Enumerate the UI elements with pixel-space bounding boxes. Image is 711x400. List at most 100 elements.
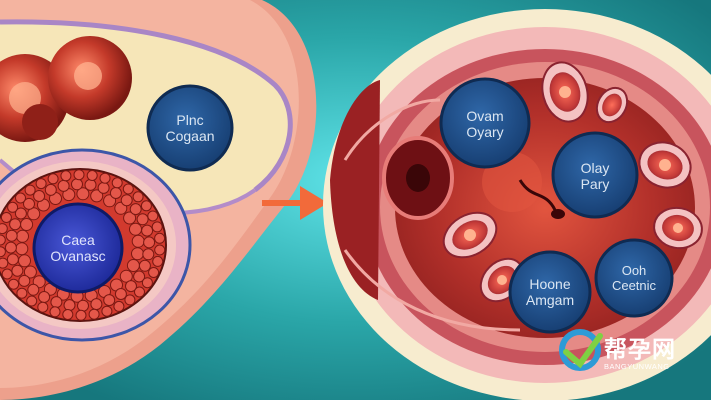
label-cogaan: Plnc Cogaan	[152, 100, 228, 156]
granule-cell	[154, 244, 166, 256]
left-red-cells	[0, 36, 132, 142]
granule-cell	[24, 184, 36, 196]
granule-cell	[18, 274, 31, 287]
granule-cell	[7, 201, 19, 213]
label-amgam: Hoone Amgam	[514, 266, 586, 318]
label-circle-ceetnic	[594, 238, 674, 318]
granule-cell	[62, 309, 74, 320]
granule-cell	[136, 213, 149, 226]
label-circle-pary	[551, 131, 639, 219]
granule-cell	[143, 236, 156, 249]
granule-cell	[4, 241, 17, 254]
granule-cell	[103, 294, 116, 307]
granule-cell	[37, 301, 49, 313]
granule-cell	[8, 278, 20, 290]
granule-cell	[129, 203, 142, 216]
watermark-chinese: 帮孕网	[604, 337, 676, 363]
granule-cell	[26, 295, 38, 307]
granule-cell	[6, 253, 19, 266]
label-amgam-line2: Amgam	[525, 292, 575, 308]
granule-cell	[1, 268, 13, 280]
granule-cell	[16, 229, 29, 243]
granule-cell	[122, 183, 134, 195]
granule-cell	[131, 234, 145, 248]
granule-cell	[114, 288, 127, 300]
granule-cell	[11, 264, 24, 277]
granule-cell	[18, 254, 31, 268]
watermark: 帮孕网 BANGYUNWANG	[604, 330, 676, 371]
granule-cell	[90, 189, 104, 203]
granule-cell	[140, 200, 152, 212]
granule-cell	[138, 259, 151, 272]
label-pary: Olay Pary	[558, 150, 632, 202]
granule-cell	[147, 210, 159, 222]
granule-cell	[132, 191, 144, 203]
granule-cell	[84, 178, 97, 191]
granule-cell	[99, 172, 111, 184]
granule-cell	[76, 187, 90, 201]
granule-cell	[113, 300, 125, 312]
granule-cell	[23, 265, 37, 279]
label-oyary-line2: Oyary	[466, 124, 504, 140]
label-ceetnic: Ooh Ceetnic	[598, 254, 670, 304]
granule-cell	[38, 291, 51, 303]
granule-cell	[0, 234, 6, 246]
granule-cell	[119, 269, 133, 283]
watermark-logo-icon	[559, 329, 603, 371]
granule-cell	[20, 218, 34, 231]
label-oyary-line1: Ovam	[466, 107, 504, 124]
granule-cell	[86, 170, 98, 181]
granule-cell	[111, 177, 123, 189]
granule-cell	[0, 257, 9, 269]
granule-cell	[35, 178, 47, 190]
granule-cell	[0, 223, 8, 235]
granule-cell	[97, 181, 110, 194]
granule-cell	[0, 246, 6, 258]
granule-cell	[126, 259, 140, 272]
granule-cell	[15, 242, 29, 256]
label-oyary: Ovam Oyary	[447, 96, 523, 152]
granule-cell	[141, 224, 154, 237]
label-circle-amgam	[508, 250, 592, 334]
granule-cell	[71, 178, 83, 191]
granule-cell	[9, 218, 22, 231]
granule-cell	[50, 296, 63, 309]
label-circle-oyary	[439, 77, 531, 169]
granule-cell	[123, 211, 137, 225]
granule-cell	[124, 294, 136, 306]
label-ceetnic-line2: Ceetnic	[611, 278, 657, 293]
granule-cell	[90, 298, 103, 311]
granule-cell	[27, 283, 40, 296]
granule-cell	[109, 187, 122, 199]
left-follicle	[0, 148, 192, 342]
granule-cell	[57, 179, 70, 192]
granule-cell	[133, 270, 146, 283]
granule-cell	[49, 306, 61, 318]
granule-cell	[23, 197, 35, 210]
granule-cell	[5, 229, 18, 242]
granule-cell	[0, 212, 12, 223]
oocyte-core	[32, 202, 124, 294]
granule-cell	[148, 267, 160, 278]
granule-cell	[27, 207, 41, 221]
label-ovanasc: Caea Ovanasc	[38, 228, 118, 268]
granule-cell	[141, 277, 153, 289]
label-cogaan-line1: Plnc	[176, 111, 204, 128]
label-pary-line1: Olay	[580, 159, 610, 176]
label-ceetnic-line1: Ooh	[621, 263, 647, 279]
granule-cell	[75, 309, 87, 321]
granule-cell	[73, 169, 85, 181]
granule-cell	[154, 232, 166, 244]
granule-cell	[142, 248, 155, 261]
granule-cell	[152, 255, 164, 267]
label-ovanasc-line1: Caea	[61, 231, 95, 248]
granule-cell	[47, 173, 59, 185]
granule-cell	[14, 207, 27, 220]
granule-cell	[44, 183, 57, 196]
granule-cells	[0, 169, 166, 321]
granule-cell	[33, 190, 46, 202]
granule-cell	[151, 221, 163, 233]
granule-cell	[77, 299, 89, 312]
granule-cell	[120, 194, 133, 207]
